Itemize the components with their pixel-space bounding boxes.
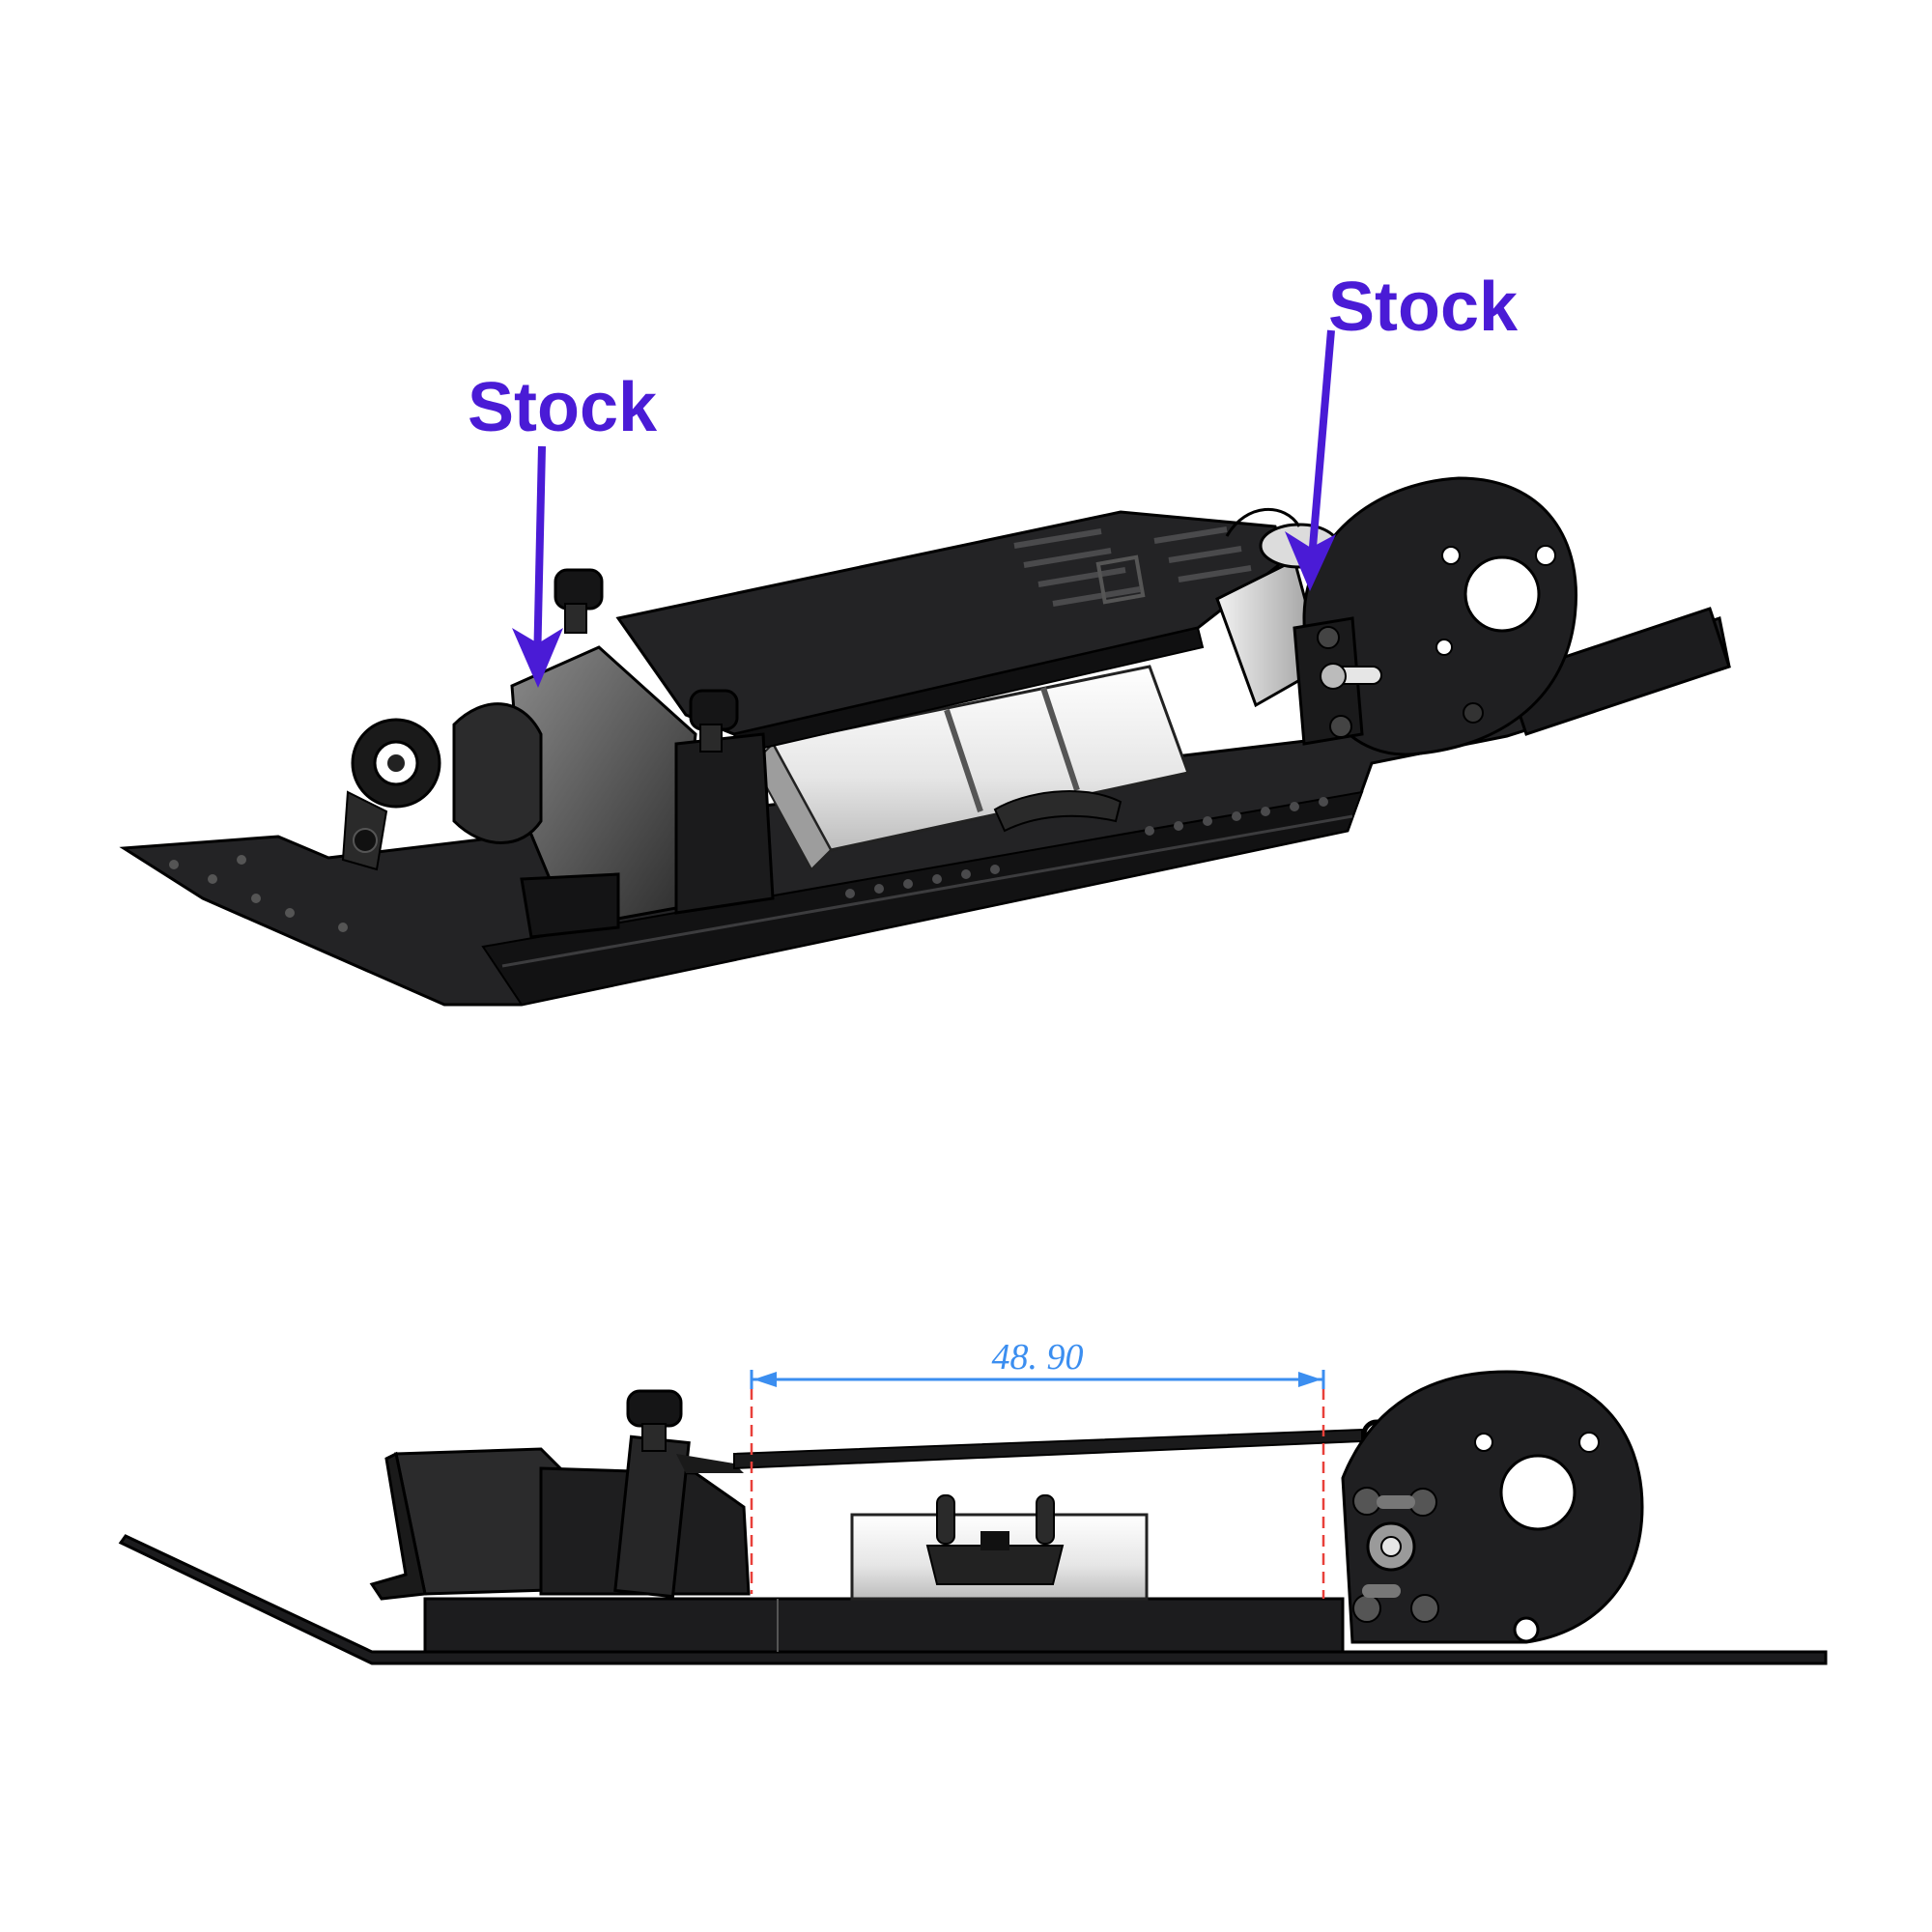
deck-slots (1013, 526, 1252, 607)
rail-hole-row (845, 797, 1328, 898)
side-thumb-screw (626, 1389, 683, 1428)
side-motor-mount-plate (1341, 1370, 1644, 1644)
dimension-arrowhead-left (753, 1372, 777, 1387)
chassis-side-rail (481, 790, 1364, 1007)
dimension-value: 48. 90 (992, 1337, 1084, 1378)
steering-servo (341, 568, 775, 939)
side-battery-pack (850, 1494, 1149, 1601)
callout-motor: Stock (1285, 269, 1519, 591)
isometric-view: Stock Stock (119, 269, 1731, 1007)
dimension-annotation: 48. 90 (750, 1337, 1325, 1599)
front-plate-holes (169, 855, 348, 932)
side-chassis-plate (118, 1534, 1828, 1665)
dimension-arrowhead-right (1298, 1372, 1321, 1387)
callout-arrow (533, 445, 546, 668)
callout-label: Stock (1328, 269, 1519, 346)
callout-arrow (1307, 329, 1335, 571)
side-top-deck (733, 1428, 1363, 1470)
callout-arrowhead (512, 628, 563, 688)
battery-pack (752, 665, 1190, 871)
side-view: 48. 90 (118, 1337, 1828, 1665)
callout-steering-servo: Stock (468, 369, 658, 688)
callout-arrowhead (1285, 531, 1336, 591)
side-steering-servo (369, 1389, 751, 1601)
callout-label: Stock (468, 369, 658, 446)
side-chassis-rail (423, 1597, 1345, 1654)
motor-mount-plate (1293, 476, 1577, 756)
